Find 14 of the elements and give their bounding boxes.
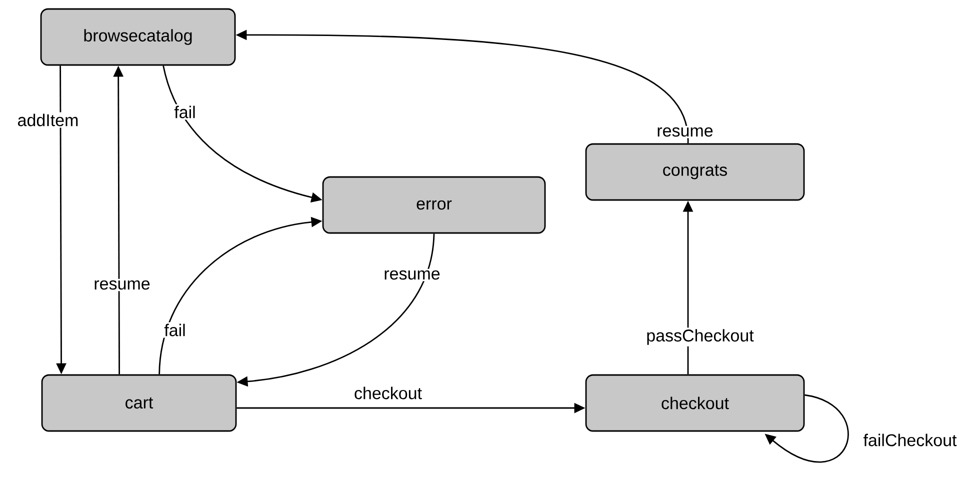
- edge-label: addItem: [16, 112, 80, 128]
- edge-label: fail: [172, 104, 198, 120]
- edge-label: resume: [655, 126, 715, 138]
- state-box: error: [322, 176, 546, 234]
- edge-label: resume: [92, 278, 152, 292]
- edge-label: resume: [382, 268, 442, 282]
- state-box: congrats: [585, 143, 805, 201]
- state-box: checkout: [585, 374, 805, 432]
- edge-label: failCheckout: [862, 432, 958, 448]
- state-box: cart: [41, 374, 237, 432]
- edge-label: fail: [162, 322, 188, 338]
- state-box: browsecatalog: [40, 8, 236, 66]
- edge-label: passCheckout: [644, 328, 756, 346]
- edge-label: checkout: [352, 385, 424, 401]
